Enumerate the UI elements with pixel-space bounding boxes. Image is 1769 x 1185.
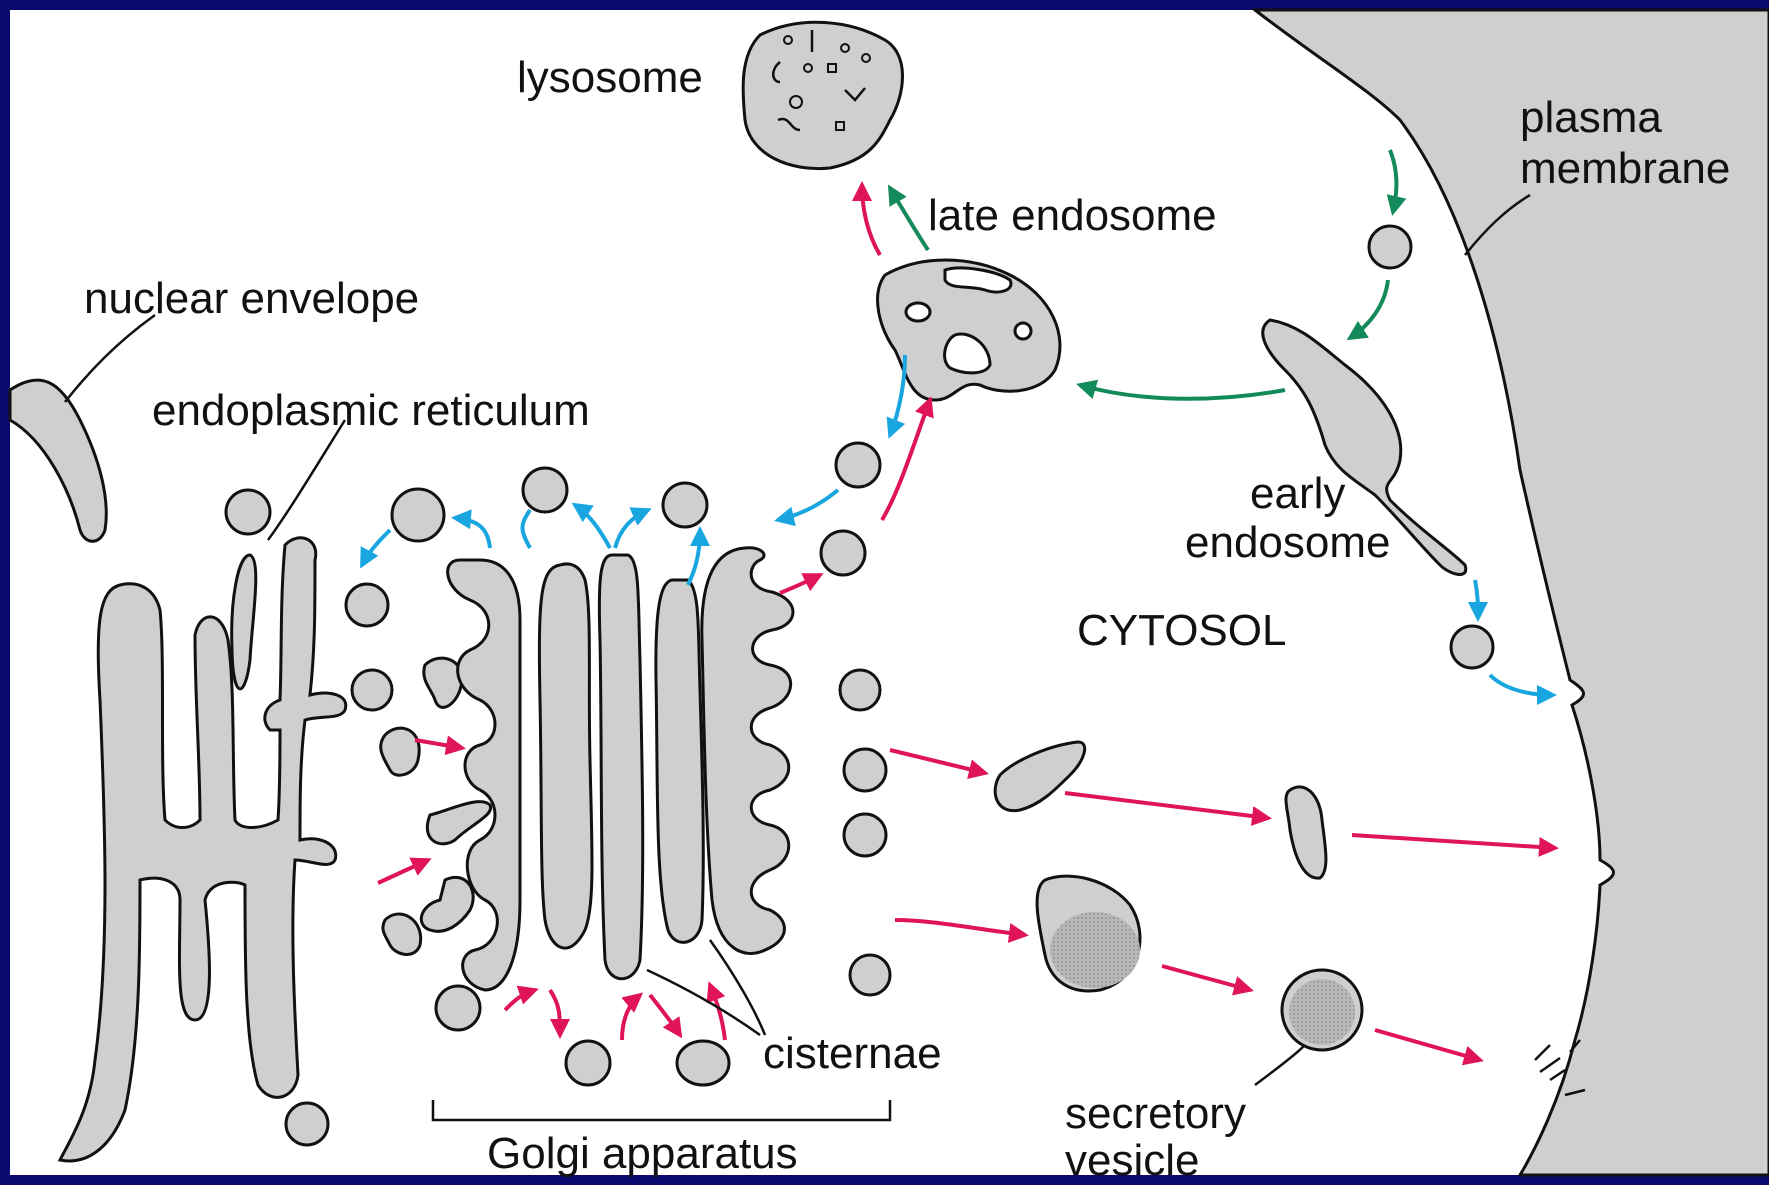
golgi-medial-cisterna-2 [656,580,703,942]
golgi-apparatus-label: Golgi apparatus [487,1129,798,1178]
plasma-membrane-label-line1: plasma [1520,93,1662,142]
early-endosome-label-line2: endosome [1185,518,1390,567]
granule-content [1050,912,1140,988]
cytosol-label: CYTOSOL [1077,606,1286,655]
golgi-medial-cisterna-1 [539,564,592,948]
endocytic-vesicle [1369,226,1411,268]
early-endosome-label-line1: early [1250,469,1345,518]
endoplasmic-reticulum-label: endoplasmic reticulum [152,386,590,435]
secretory-vesicle-label-line2: vesicle [1065,1136,1200,1180]
secretory-vesicle-label-line1: secretory [1065,1089,1246,1138]
recycling-vesicle [1451,626,1493,668]
late-endosome-label: late endosome [928,191,1217,240]
plasma-membrane-label-line2: membrane [1520,144,1730,193]
golgi-central-cisterna [599,555,642,979]
cisternae-label: cisternae [763,1029,942,1078]
lysosome-label: lysosome [517,53,703,102]
secretory-vesicle-content [1289,979,1355,1045]
nuclear-envelope-label: nuclear envelope [84,274,419,323]
